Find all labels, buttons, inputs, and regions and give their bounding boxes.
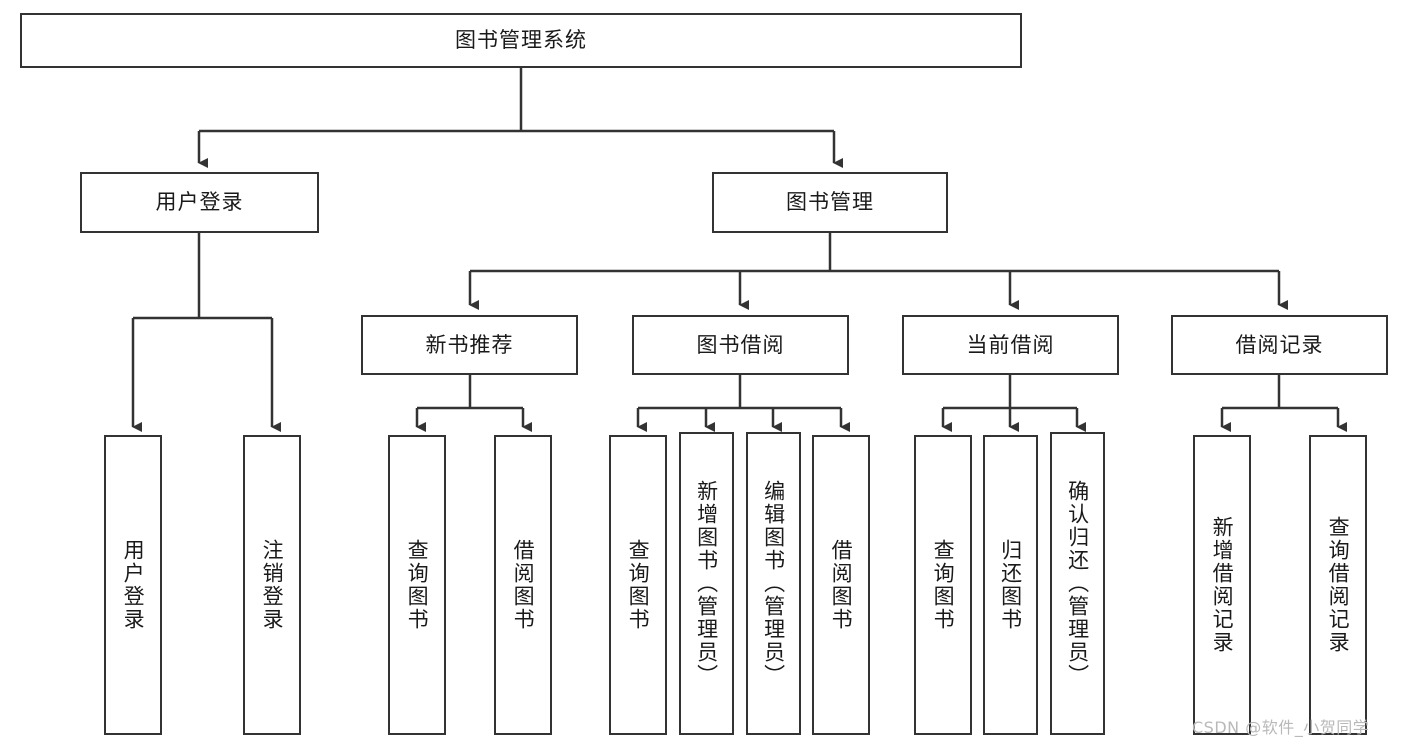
csdn-watermark: CSDN @软件_小贺同学	[1192, 718, 1370, 737]
node-label: 用户登录	[155, 190, 244, 215]
node-leaf-user-login[interactable]: 用户登录	[104, 435, 162, 735]
node-book-borrow[interactable]: 图书借阅	[632, 315, 849, 375]
node-label: 确认归还（管理员）	[1065, 480, 1090, 687]
node-root-book-management-system[interactable]: 图书管理系统	[20, 13, 1022, 68]
node-label: 新增图书（管理员）	[694, 480, 719, 687]
node-label: 归还图书	[998, 539, 1023, 631]
node-label: 借阅图书	[511, 539, 536, 631]
node-label: 图书借阅	[696, 332, 785, 357]
node-label: 编辑图书（管理员）	[761, 480, 786, 687]
node-label: 图书管理系统	[455, 28, 587, 53]
node-leaf-confirm-return[interactable]: 确认归还（管理员）	[1050, 432, 1105, 735]
node-new-book-recommend[interactable]: 新书推荐	[361, 315, 578, 375]
node-label: 查询图书	[405, 539, 430, 631]
node-leaf-query-book-recommend[interactable]: 查询图书	[388, 435, 446, 735]
node-label: 当前借阅	[966, 332, 1055, 357]
node-label: 借阅图书	[829, 539, 854, 631]
node-leaf-edit-book[interactable]: 编辑图书（管理员）	[746, 432, 801, 735]
node-label: 新增借阅记录	[1210, 516, 1235, 654]
node-label: 查询借阅记录	[1326, 516, 1351, 654]
node-leaf-add-book[interactable]: 新增图书（管理员）	[679, 432, 734, 735]
node-label: 查询图书	[626, 539, 651, 631]
node-leaf-query-borrow-record[interactable]: 查询借阅记录	[1309, 435, 1367, 735]
node-book-management[interactable]: 图书管理	[712, 172, 948, 233]
node-leaf-return-book[interactable]: 归还图书	[983, 435, 1038, 735]
node-label: 图书管理	[786, 190, 874, 215]
node-leaf-user-logout[interactable]: 注销登录	[243, 435, 301, 735]
node-borrow-record[interactable]: 借阅记录	[1171, 315, 1388, 375]
node-current-borrow[interactable]: 当前借阅	[902, 315, 1119, 375]
node-leaf-add-borrow-record[interactable]: 新增借阅记录	[1193, 435, 1251, 735]
node-label: 用户登录	[121, 539, 146, 631]
node-leaf-query-book-borrow[interactable]: 查询图书	[609, 435, 667, 735]
node-leaf-borrow-book[interactable]: 借阅图书	[812, 435, 870, 735]
node-leaf-query-book-current[interactable]: 查询图书	[914, 435, 972, 735]
node-label: 查询图书	[931, 539, 956, 631]
node-label: 注销登录	[260, 539, 285, 631]
node-leaf-borrow-book-recommend[interactable]: 借阅图书	[494, 435, 552, 735]
node-user-login[interactable]: 用户登录	[80, 172, 319, 233]
node-label: 新书推荐	[425, 332, 514, 357]
node-label: 借阅记录	[1235, 332, 1324, 357]
